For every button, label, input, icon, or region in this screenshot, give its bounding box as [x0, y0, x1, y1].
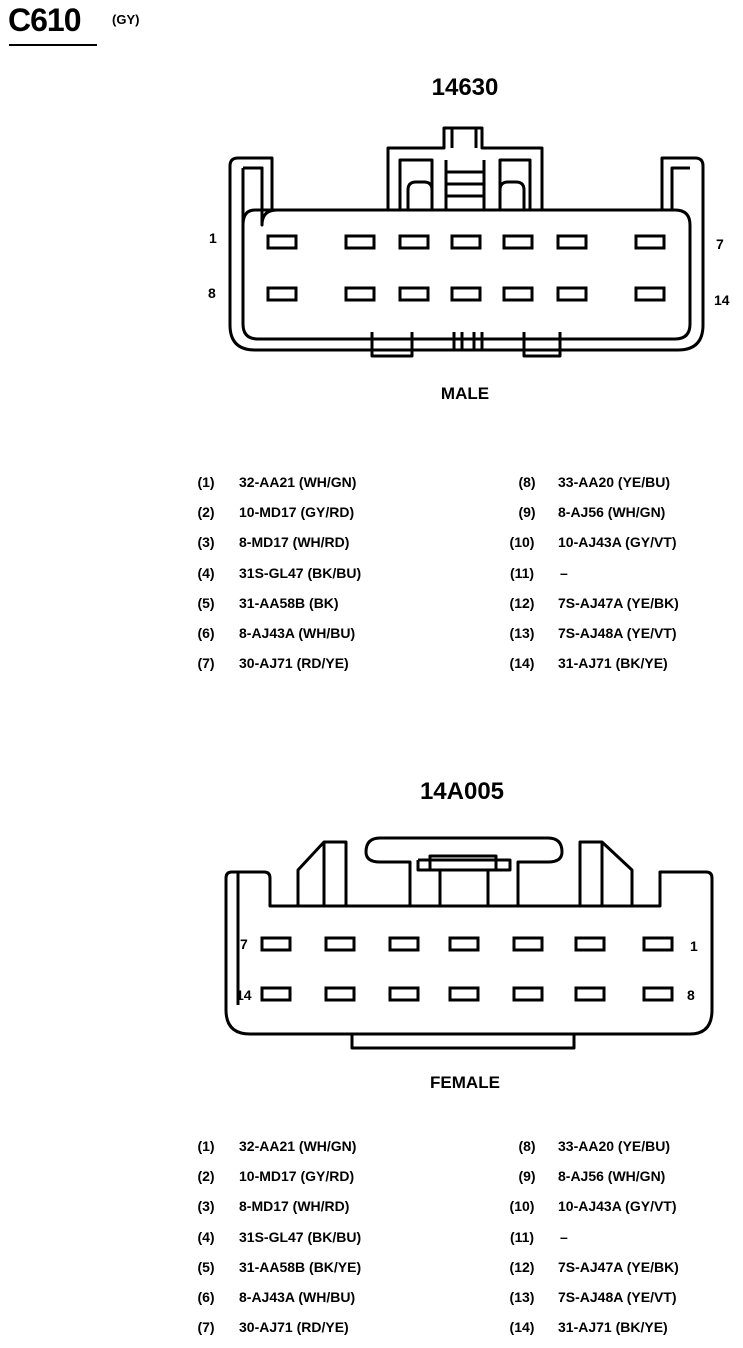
male-label: MALE	[440, 384, 490, 403]
male-pin-label-14: 14	[714, 292, 730, 308]
female-connector-drawing	[224, 836, 714, 1050]
title-underline	[9, 44, 97, 46]
male-pin-label-1: 1	[209, 230, 217, 246]
female-pin-label-1: 1	[690, 938, 698, 954]
female-pin-label-8: 8	[687, 987, 695, 1003]
female-part-number: 14A005	[419, 778, 505, 805]
male-pin-label-8: 8	[208, 285, 216, 301]
male-part-number: 14630	[431, 74, 499, 101]
female-label: FEMALE	[430, 1073, 500, 1092]
connector-id: C610	[8, 2, 81, 38]
male-pin-label-7: 7	[716, 236, 724, 252]
female-pin-label-7: 7	[240, 936, 248, 952]
male-connector-drawing	[228, 126, 705, 358]
female-pin-label-14: 14	[236, 987, 252, 1003]
connector-color-code: (GY)	[112, 12, 140, 27]
